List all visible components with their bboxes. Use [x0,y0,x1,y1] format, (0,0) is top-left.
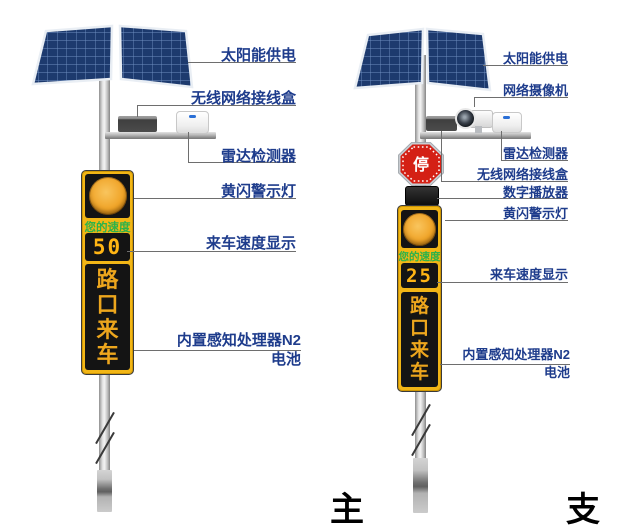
connector-line [445,220,568,221]
stop-sign: 停 [398,142,444,186]
label-solar-power: 太阳能供电 [502,51,568,66]
connector-line [437,282,568,283]
incoming-traffic-text: 路口来车 [409,295,429,383]
left-solar-panels [31,24,194,89]
connector-line [474,97,568,98]
connector-line [188,132,189,162]
wireless-junction-box [426,116,457,131]
left-sign-board: 您的速度 50 路口来车 [81,170,134,375]
digital-player [405,186,439,206]
radar-detector [492,112,522,133]
speed-caption: 您的速度 [84,222,131,234]
radar-logo-icon [188,115,196,118]
yellow-flash-warning-light [85,174,130,218]
connector-line [501,131,502,160]
wireless-junction-box [118,116,157,132]
label-radar-detector: 雷达检测器 [220,148,296,165]
label-battery: 电池 [270,351,301,368]
right-pole-base [413,458,428,513]
incoming-traffic-text: 路口来车 [96,267,119,367]
amber-led-icon [403,212,436,246]
incoming-traffic-panel: 路口来车 [85,264,130,370]
label-battery: 电池 [543,365,570,380]
speed-display: 25 [401,263,438,288]
incoming-traffic-panel: 路口来车 [401,292,438,387]
right-sign-board: 您的速度 25 路口来车 [397,205,442,392]
speed-value: 25 [406,264,433,287]
label-solar-power: 太阳能供电 [220,47,296,64]
label-warning-light: 黄闪警示灯 [502,206,568,221]
label-speed-display: 来车速度显示 [205,235,296,252]
connector-line [134,350,301,351]
speed-caption: 您的速度 [398,251,441,263]
camera-mount [475,126,482,133]
connector-line [440,364,570,365]
yellow-flash-warning-light [401,210,438,248]
caption-main-pole: 主 [330,491,364,529]
connector-line [188,62,296,63]
connector-line [188,162,296,163]
radar-detector [176,111,209,134]
label-processor-battery: 内置感知处理器N2 电池 [177,331,301,369]
network-camera-lens-icon [455,108,476,129]
speed-value: 50 [92,235,123,259]
connector-line [501,160,568,161]
connector-line [137,105,138,117]
stop-character: 停 [413,155,429,174]
right-cross-arm [420,132,531,139]
connector-line [134,198,296,199]
left-pole-base [97,470,112,512]
label-network-camera: 网络摄像机 [502,83,568,98]
label-processor: 内置感知处理器N2 [462,347,570,362]
caption-branch-pole: 支 [566,491,600,529]
connector-line [137,105,296,106]
radar-logo-icon [503,116,510,119]
left-cross-arm [105,132,216,139]
connector-line [483,65,568,66]
label-speed-display: 来车速度显示 [489,267,568,282]
connector-line [441,181,568,182]
label-wireless-junction: 无线网络接线盒 [476,167,568,182]
speed-display: 50 [85,233,130,261]
label-radar-detector: 雷达检测器 [502,146,568,161]
label-processor-battery: 内置感知处理器N2 电池 [462,346,570,382]
connector-line [127,251,296,252]
label-processor: 内置感知处理器N2 [176,332,301,349]
amber-led-icon [88,177,127,215]
label-wireless-junction: 无线网络接线盒 [190,90,296,107]
connector-line [474,97,475,107]
connector-line [441,131,442,181]
label-warning-light: 黄闪警示灯 [220,183,296,200]
label-digital-player: 数字播放器 [502,185,568,200]
connector-line [437,198,568,199]
